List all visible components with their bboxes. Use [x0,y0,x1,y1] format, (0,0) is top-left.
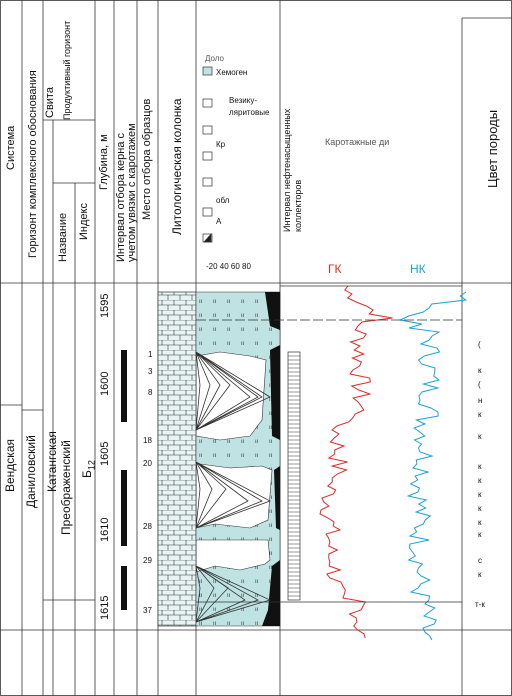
header-system: Система [5,125,17,170]
depth-1615: 1615 [99,595,111,620]
legend-item-0: Доло [205,54,224,63]
gk-curve [319,285,393,639]
header-rock-color: Цвет породы [485,109,500,188]
legend-item-2: Везику- [229,96,257,105]
header-core-interval: Интервал отбора керна с учетом увязки с … [115,123,138,262]
rock-color-letter: н [478,396,483,405]
rock-color-letter: с [478,556,482,565]
header-productive: Продуктивный горизонт [62,20,72,120]
legend-item-6: А [216,217,222,226]
legend-item-3: лярито­вые [229,108,270,117]
legend-symbols [202,66,213,243]
header-suite: Свита [44,87,56,118]
legend-item-5: обл [216,196,230,205]
depth-1600: 1600 [99,371,111,396]
rock-color-letter: к [478,504,482,513]
rock-color-letter: к [478,476,482,485]
strat-system: Вендская [3,439,17,492]
rock-color-letter: к [478,366,482,375]
sample-20: 20 [143,459,152,468]
rock-color-letter: ( [478,380,481,389]
strat-index: Б12 [80,460,97,478]
rock-color-letter: ( [478,340,481,349]
rock-color-letter: к [478,410,482,419]
lithology-column [157,291,197,627]
nk-curve [398,291,468,641]
strat-horizon: Даниловский [24,435,38,508]
lithology-spikes [195,351,272,623]
sample-28: 28 [143,522,152,531]
rock-color-letter: к [478,570,482,579]
strat-productive: Преображенский [59,440,73,535]
header-sample-place: Место отбора образцов [141,98,153,220]
boundary-lines [196,285,462,603]
sample-37: 37 [143,606,152,615]
nk-label: НК [410,262,426,276]
sample-1: 1 [148,350,153,359]
rock-color-letter: т-к [475,600,485,609]
header-horizon: Горизонт комплексного обоснования [27,70,39,258]
sample-8: 8 [148,388,153,397]
gk-label: ГК [328,262,342,276]
logging-header: Каротажные ди [325,137,390,147]
depth-1605: 1605 [99,441,111,466]
rock-color-letter: к [478,530,482,539]
core-interval-bars [121,350,127,610]
sample-3: 3 [148,367,153,376]
legend-scale: -20 40 60 80 [206,262,251,271]
depth-1595: 1595 [99,293,111,318]
depth-1610: 1610 [99,517,111,542]
rock-color-letter: к [478,432,482,441]
header-lith-column: Литологическая колонка [170,98,184,235]
legend-item-1: Хемоген [216,68,248,77]
sample-18: 18 [143,436,152,445]
header-depth: Глубина, м [98,134,110,190]
lithology-fill [195,291,281,627]
header-name: Название [57,212,69,262]
header-index: Индекс [78,203,90,240]
rock-color-letter: к [478,518,482,527]
strat-suite: Катангская [45,431,59,492]
rock-color-letter: к [478,462,482,471]
sample-29: 29 [143,556,152,565]
header-oil-interval: Интервал нефтенасыщенных коллекторов [282,108,303,232]
legend-item-4: Кр [216,140,226,149]
oil-interval-bar [287,351,301,601]
rock-color-letter: к [478,490,482,499]
